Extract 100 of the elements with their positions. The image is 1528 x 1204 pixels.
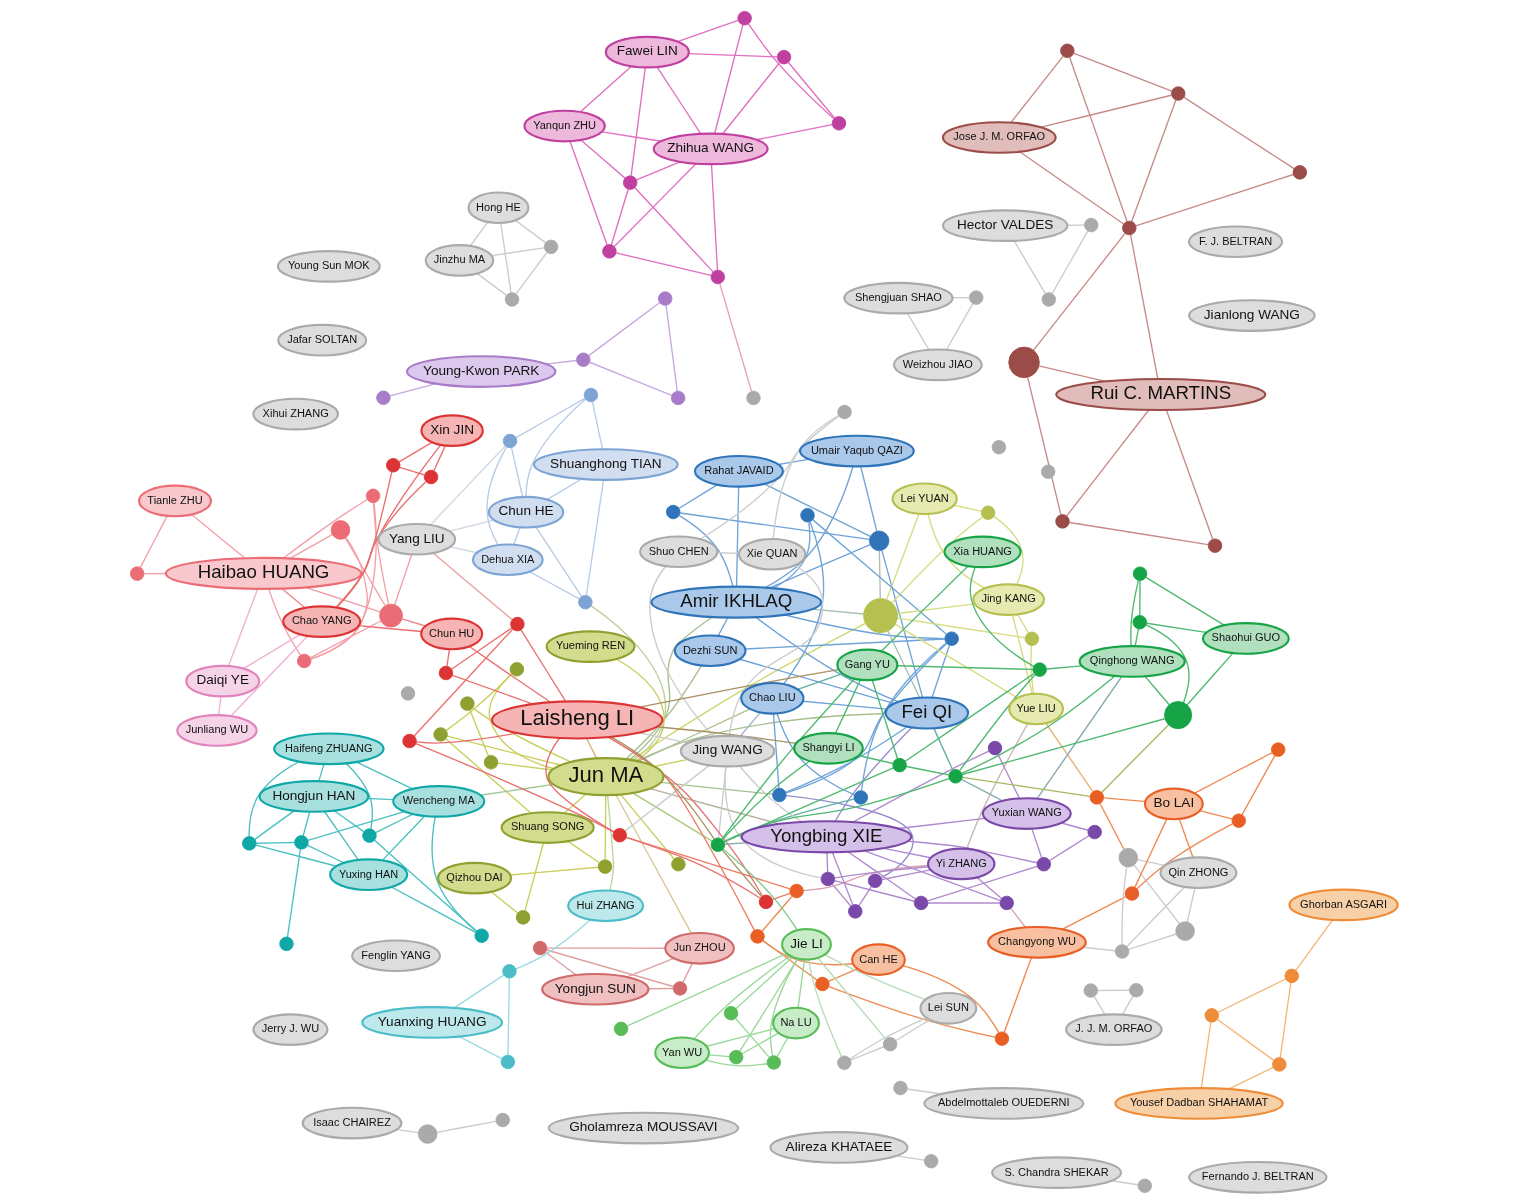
node-circle (893, 1080, 908, 1096)
node-ellipse: Yousef Dadban SHAHAMAT (1114, 1087, 1284, 1120)
connector (143, 572, 167, 575)
node-circle (602, 244, 617, 259)
node-ellipse: Yueming REN (545, 630, 636, 663)
connector (961, 776, 1091, 797)
connector (432, 552, 513, 621)
connector (772, 713, 780, 789)
connector (721, 760, 811, 841)
connector (453, 974, 505, 1009)
node-circle (1032, 662, 1047, 677)
node-circle (776, 49, 792, 65)
node-ellipse: Xia HUANG (943, 535, 1022, 569)
connector (1051, 230, 1089, 295)
node-circle (510, 616, 525, 632)
node-ellipse: Jerry J. WU (252, 1013, 329, 1046)
connector (1027, 376, 1062, 516)
node-circle (867, 873, 883, 888)
node-circle (623, 175, 638, 190)
connector (891, 516, 984, 604)
connector (230, 635, 309, 717)
connector (717, 617, 729, 637)
connector (785, 795, 914, 879)
node-ellipse: Dezhi SUN (673, 634, 747, 668)
connector (976, 876, 1003, 900)
node-ellipse: Ghorban ASGARI (1288, 888, 1399, 922)
connector (585, 479, 605, 596)
connector (785, 642, 948, 794)
node-ellipse: Shangyi LI (793, 732, 864, 765)
node-circle (853, 790, 868, 805)
connector (500, 222, 512, 294)
node-ellipse: Shuang SONG (500, 811, 595, 844)
connector (761, 895, 793, 932)
node-circle (1171, 86, 1186, 101)
connector (797, 672, 844, 691)
node-circle (1055, 514, 1070, 529)
node-circle (672, 981, 688, 996)
connector (834, 679, 862, 734)
connector (678, 484, 718, 509)
node-circle (543, 239, 559, 255)
node-ellipse: Yang LIU (377, 522, 457, 556)
node-ellipse: Gholamreza MOUSSAVI (547, 1111, 740, 1145)
connector (476, 272, 508, 297)
connector (1186, 652, 1234, 706)
connector (634, 187, 714, 273)
connector (824, 953, 926, 1001)
connector (834, 866, 930, 879)
connector (881, 549, 924, 698)
connector (828, 985, 996, 1038)
connector (735, 486, 740, 587)
node-ellipse: Lei SUN (919, 992, 978, 1025)
connector (927, 513, 986, 589)
connector (1069, 56, 1128, 222)
node-ellipse: Alireza KHATAEE (769, 1131, 909, 1164)
node-circle (1292, 165, 1308, 180)
node-circle (980, 505, 996, 520)
connector (826, 852, 829, 873)
connector (1066, 224, 1086, 226)
node-circle (710, 837, 726, 852)
node-circle (1036, 856, 1052, 872)
node-ellipse: Hongjun HAN (258, 780, 370, 813)
node-circle (279, 936, 294, 952)
node-circle (987, 740, 1003, 756)
connector (281, 588, 306, 609)
connector (769, 544, 871, 589)
node-ellipse: Zhihua WANG (652, 132, 769, 166)
connector (722, 62, 781, 135)
connector (1139, 579, 1141, 616)
node-circle (948, 769, 963, 784)
connector (1186, 887, 1196, 923)
connector (613, 163, 697, 248)
connector (797, 959, 806, 1009)
node-circle (728, 1049, 744, 1065)
connector (1103, 797, 1146, 803)
connector (907, 840, 1038, 864)
node-circle (1164, 701, 1193, 730)
node-ellipse: Jose J. M. ORFAO (941, 121, 1057, 154)
connector (1016, 613, 1030, 634)
node-ellipse: Junliang WU (176, 714, 258, 747)
node-circle (294, 835, 309, 850)
connector (785, 726, 908, 794)
node-circle (1114, 944, 1130, 959)
node-ellipse: Jun ZHOU (664, 931, 735, 965)
node-ellipse: Lei YUAN (891, 482, 958, 516)
node-circle (1087, 824, 1102, 840)
connector (776, 713, 856, 796)
connector (1134, 628, 1140, 647)
node-ellipse: Umair Yaqub QAZI (799, 434, 915, 468)
connector (399, 466, 426, 476)
node-ellipse: Jianlong WANG (1188, 299, 1316, 332)
connector (1145, 576, 1225, 626)
connector (777, 458, 810, 466)
node-ellipse: Jie LI (781, 928, 832, 961)
connector (852, 750, 990, 823)
connector (546, 947, 666, 949)
node-ellipse: Yan WU (654, 1036, 710, 1070)
connector (762, 940, 854, 966)
node-circle (502, 433, 518, 449)
node-ellipse: Tianle ZHU (138, 484, 212, 518)
node-ellipse: Jinzhu MA (424, 244, 495, 277)
